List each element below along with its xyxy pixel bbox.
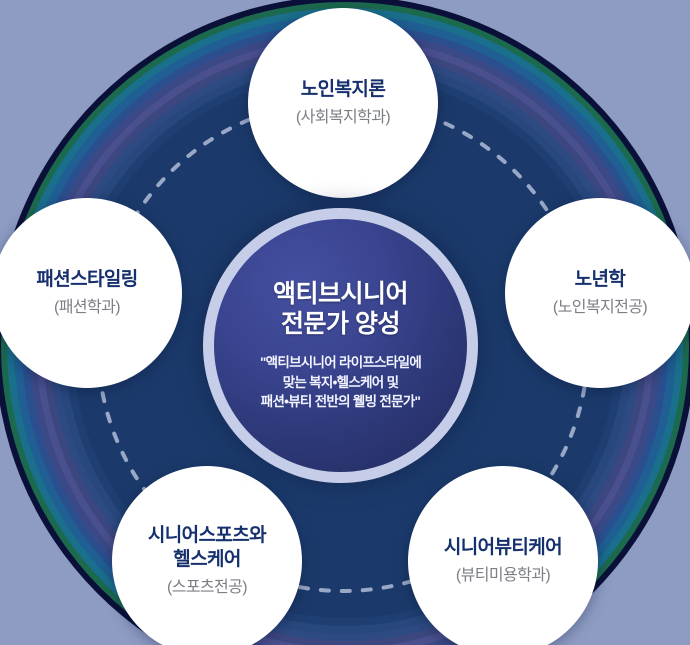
center-title: 액티브시니어 전문가 양성 — [272, 279, 409, 340]
center-title-line1: 액티브시니어 — [272, 279, 409, 308]
center-subtitle: "액티브시니어 라이프스타일에 맞는 복지•헬스케어 및 패션•뷰티 전반의 웰… — [259, 353, 422, 413]
node-right-title: 노년학 — [574, 269, 626, 291]
node-bottom-left-department: (스포츠전공) — [166, 578, 248, 596]
node-top[interactable]: 노인복지론 (사회복지학과) — [248, 8, 438, 198]
center-hub-inner: 액티브시니어 전문가 양성 "액티브시니어 라이프스타일에 맞는 복지•헬스케어… — [214, 219, 467, 472]
node-left-title: 패션스타일링 — [36, 269, 138, 291]
center-subtitle-line2: 맞는 복지•헬스케어 및 — [282, 374, 399, 390]
node-bottom-left-title-line2: 헬스케어 — [173, 549, 241, 570]
node-left-department: (패션학과) — [54, 298, 121, 316]
center-hub[interactable]: 액티브시니어 전문가 양성 "액티브시니어 라이프스타일에 맞는 복지•헬스케어… — [203, 208, 478, 483]
node-bottom-left-title: 시니어스포츠와 — [147, 525, 267, 547]
node-bottom-left[interactable]: 시니어스포츠와 헬스케어 (스포츠전공) — [112, 466, 302, 645]
node-top-department: (사회복지학과) — [295, 108, 391, 126]
node-right[interactable]: 노년학 (노인복지전공) — [505, 198, 690, 388]
center-subtitle-line1: "액티브시니어 라이프스타일에 — [259, 354, 422, 370]
node-bottom-right-title: 시니어뷰티케어 — [443, 537, 563, 559]
node-right-department: (노인복지전공) — [552, 298, 648, 316]
node-bottom-right[interactable]: 시니어뷰티케어 (뷰티미용학과) — [408, 466, 598, 645]
node-bottom-right-department: (뷰티미용학과) — [455, 566, 551, 584]
node-top-title: 노인복지론 — [300, 79, 386, 101]
center-title-line2: 전문가 양성 — [281, 310, 400, 339]
node-left[interactable]: 패션스타일링 (패션학과) — [0, 198, 182, 388]
center-subtitle-line3: 패션•뷰티 전반의 웰빙 전문가" — [260, 394, 421, 410]
